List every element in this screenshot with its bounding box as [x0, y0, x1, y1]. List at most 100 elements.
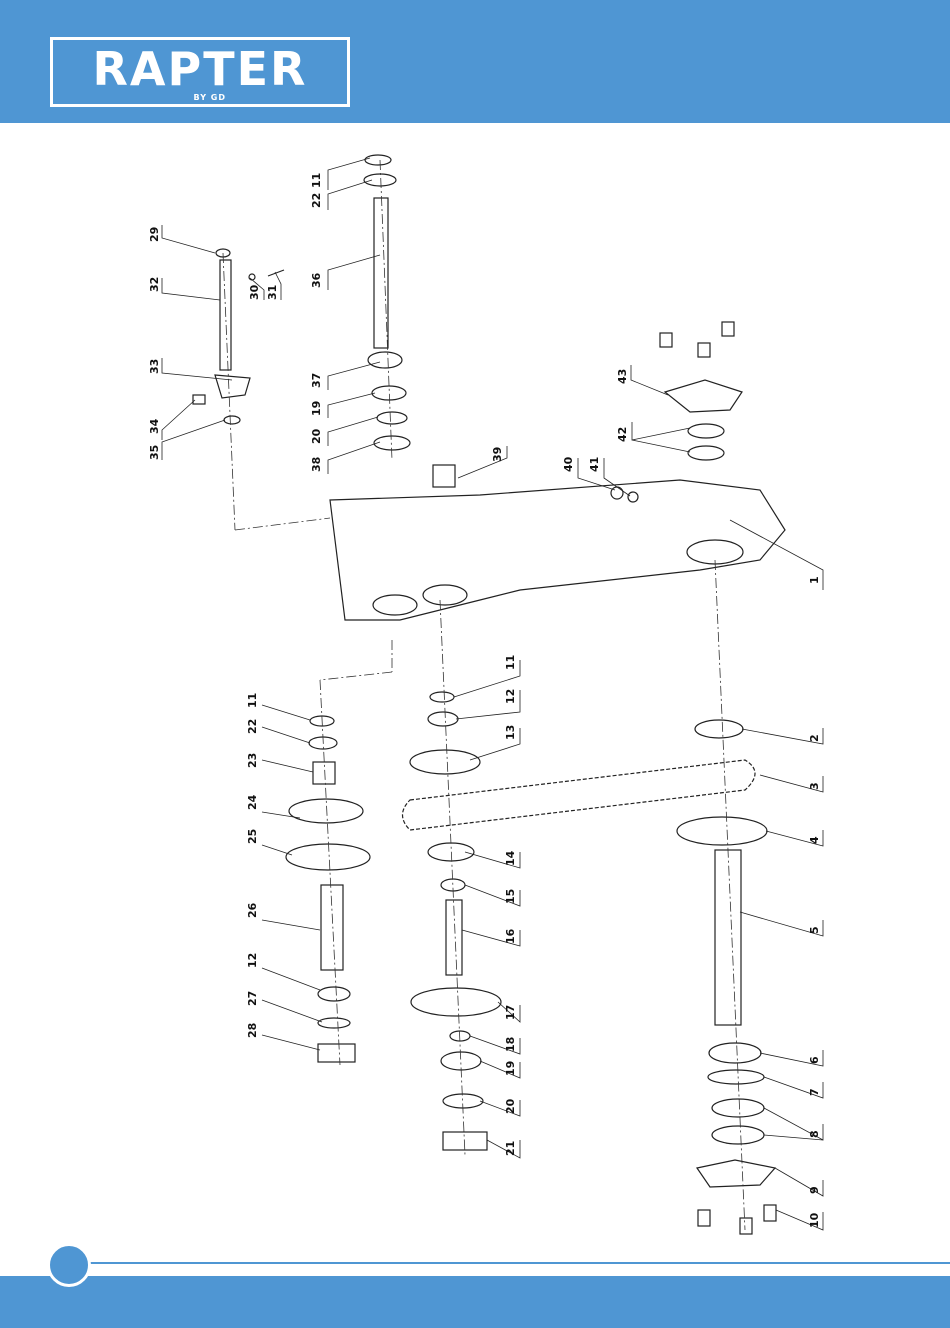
bolt-b	[698, 343, 710, 357]
callout-27: 27	[246, 991, 259, 1006]
callout-39: 39	[491, 447, 504, 462]
callout-15: 15	[504, 889, 517, 904]
callout-35: 35	[148, 445, 161, 460]
part-11-mid	[430, 692, 454, 702]
callout-24: 24	[246, 794, 259, 810]
part-23	[313, 762, 335, 784]
callout-16: 16	[504, 928, 517, 944]
callout-11-left: 11	[246, 693, 259, 708]
part-17-gear	[411, 988, 501, 1016]
callout-22-top: 22	[310, 193, 323, 208]
part-31-pin	[268, 270, 284, 276]
callout-1: 1	[808, 576, 821, 584]
callout-31: 31	[266, 285, 279, 300]
part-42-a	[688, 424, 724, 438]
part-10-bolt-b	[740, 1218, 752, 1234]
part-40	[611, 487, 623, 499]
part-39	[433, 465, 455, 487]
housing-bore-left	[373, 595, 417, 615]
callout-29: 29	[148, 227, 161, 242]
callout-42: 42	[616, 427, 629, 442]
callout-20-mid: 20	[504, 1098, 517, 1114]
part-12-left	[318, 987, 350, 1001]
callout-2: 2	[808, 734, 821, 742]
part-43-cover	[665, 380, 742, 412]
part-8-a	[712, 1099, 764, 1117]
callout-8: 8	[808, 1130, 821, 1138]
callout-17: 17	[504, 1005, 517, 1020]
bolt-a	[660, 333, 672, 347]
callout-11-mid: 11	[504, 655, 517, 670]
part-11-top	[365, 155, 391, 165]
part-19-top	[372, 386, 406, 400]
callout-26: 26	[246, 902, 259, 918]
callout-4: 4	[808, 836, 821, 844]
part-13-gear	[410, 750, 480, 774]
callout-18: 18	[504, 1037, 517, 1052]
part-3-chain	[403, 760, 756, 830]
callout-7: 7	[808, 1088, 821, 1096]
housing-bore-mid	[423, 585, 467, 605]
part-22-top	[364, 174, 396, 186]
callout-20-top: 20	[310, 428, 323, 444]
part-38	[374, 436, 410, 450]
part-28	[318, 1044, 355, 1062]
callout-23: 23	[246, 753, 259, 768]
callout-12-mid: 12	[504, 689, 517, 704]
part-8-b	[712, 1126, 764, 1144]
callout-3: 3	[808, 782, 821, 790]
callout-6: 6	[808, 1056, 821, 1064]
callout-41: 41	[588, 457, 601, 472]
part-10-bolt-a	[698, 1210, 710, 1226]
callout-12-left: 12	[246, 953, 259, 968]
callout-34: 34	[148, 418, 161, 434]
part-41	[628, 492, 638, 502]
callout-43: 43	[616, 369, 629, 384]
callout-19-mid: 19	[504, 1061, 517, 1076]
callout-11-top: 11	[310, 173, 323, 188]
page-marker	[47, 1243, 91, 1287]
callout-28: 28	[246, 1023, 259, 1038]
part-19-mid	[441, 1052, 481, 1070]
part-2	[695, 720, 743, 738]
exploded-parts-diagram: 11 22 36 37 19 20 38 29 32 33 34 35 30 3…	[0, 123, 950, 1263]
callout-33: 33	[148, 359, 161, 374]
part-25-gear	[286, 844, 370, 870]
callout-38: 38	[310, 457, 323, 472]
part-26-shaft	[321, 885, 343, 970]
part-4-sprocket	[677, 817, 767, 845]
part-42-b	[688, 446, 724, 460]
footer-bar	[0, 1276, 950, 1328]
part-27	[318, 1018, 350, 1028]
callout-13: 13	[504, 725, 517, 740]
callout-5: 5	[808, 926, 821, 934]
callout-22-left: 22	[246, 719, 259, 734]
part-5-axle	[715, 850, 741, 1025]
callout-40: 40	[562, 456, 575, 472]
part-12-mid	[428, 712, 458, 726]
callout-9: 9	[808, 1186, 821, 1194]
callout-30: 30	[248, 284, 261, 300]
part-37-gear	[368, 352, 402, 368]
part-7	[708, 1070, 764, 1084]
part-20-top	[377, 412, 407, 424]
callout-21: 21	[504, 1141, 517, 1156]
callout-labels: 11 22 36 37 19 20 38 29 32 33 34 35 30 3…	[148, 173, 821, 1228]
part-10-bolt-c	[764, 1205, 776, 1221]
part-6	[709, 1043, 761, 1063]
callout-36: 36	[310, 272, 323, 288]
brand-tagline: BY GD	[191, 93, 229, 103]
callout-25: 25	[246, 829, 259, 844]
part-9-cover	[697, 1160, 775, 1187]
footer-rule	[86, 1262, 950, 1264]
callout-14: 14	[504, 850, 517, 866]
callout-10: 10	[808, 1212, 821, 1228]
callout-37: 37	[310, 373, 323, 388]
callout-19-top: 19	[310, 401, 323, 416]
part-36-shaft	[374, 198, 388, 348]
part-35	[224, 416, 240, 424]
part-34-bolt	[193, 395, 205, 404]
bolt-c	[722, 322, 734, 336]
brand-logo: RAPTER BY GD	[50, 37, 350, 107]
brand-name: RAPTER	[53, 43, 347, 95]
